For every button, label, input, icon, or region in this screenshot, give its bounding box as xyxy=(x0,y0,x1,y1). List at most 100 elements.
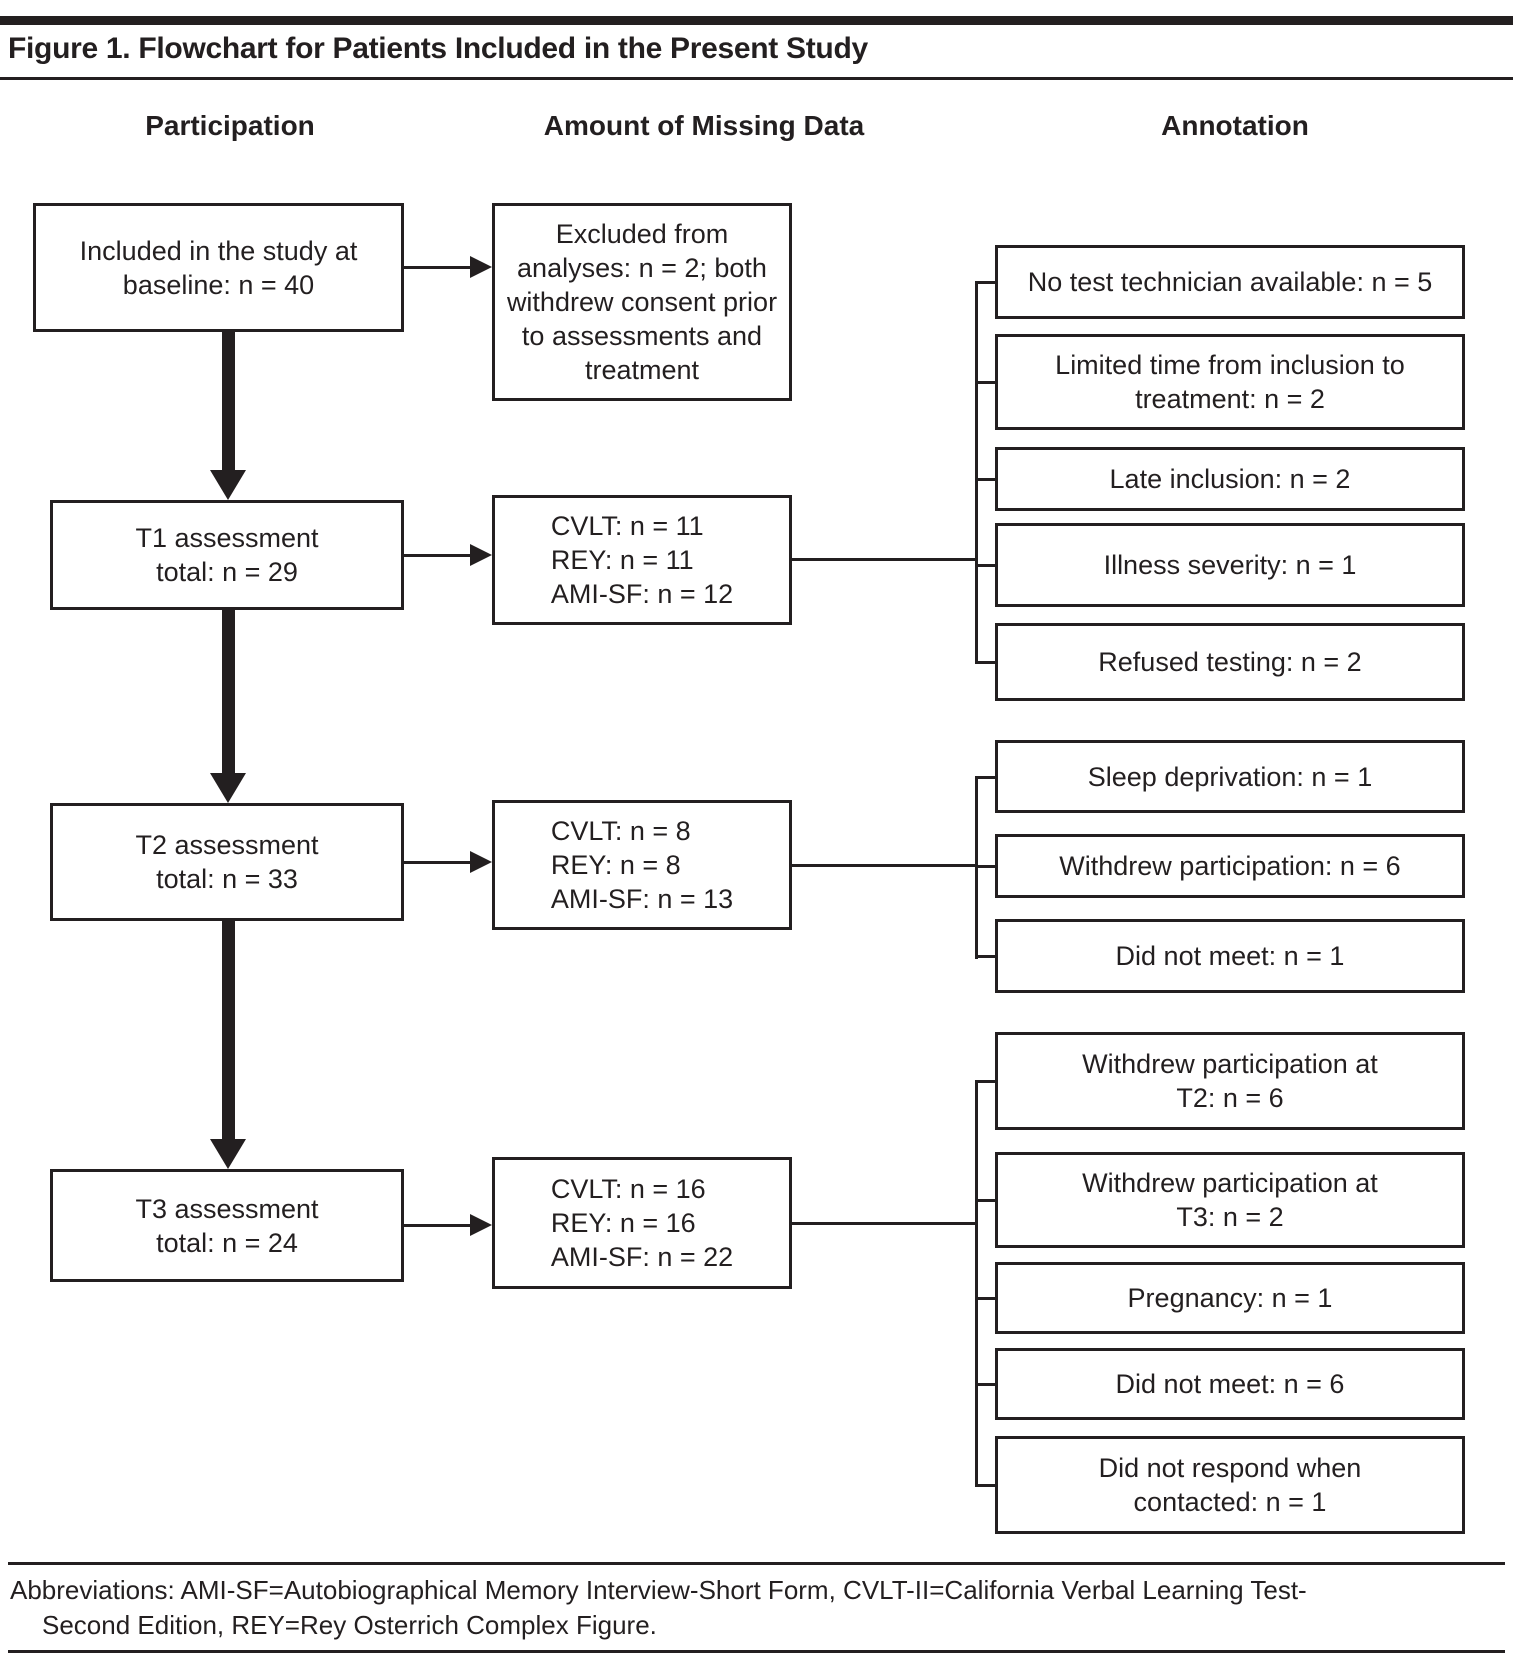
box-text-line: Withdrew participation: n = 6 xyxy=(1059,851,1401,881)
down-arrowhead-2 xyxy=(210,773,246,803)
annotation-box-t1-3: Late inclusion: n = 2 xyxy=(995,447,1465,511)
box-text-line: CVLT: n = 8 xyxy=(550,816,691,846)
box-text-line: Did not meet: n = 6 xyxy=(1115,1369,1345,1399)
bracket-stub-t3-2 xyxy=(975,1199,995,1202)
column-header-annotation: Annotation xyxy=(1161,110,1309,141)
annotation-box-t3-1: Withdrew participation at T2: n = 6 xyxy=(995,1032,1465,1130)
missing-data-box-t2: CVLT: n = 8 REY: n = 8 AMI-SF: n = 13 xyxy=(492,800,792,930)
box-text-block: CVLT: n = 11 REY: n = 11 AMI-SF: n = 12 xyxy=(551,509,733,611)
box-text-line: total: n = 29 xyxy=(156,557,298,587)
box-text-line: Withdrew participation at xyxy=(1082,1049,1378,1079)
box-text-line: Did not meet: n = 1 xyxy=(1115,941,1345,971)
box-text-line: to assessments and xyxy=(521,321,763,351)
down-arrow-shaft-1 xyxy=(222,332,235,472)
box-text-line: REY: n = 11 xyxy=(550,545,694,575)
bracket-stub-t3-4 xyxy=(975,1383,995,1386)
box-text-line: Pregnancy: n = 1 xyxy=(1127,1283,1333,1313)
right-arrow-shaft-t2 xyxy=(404,861,474,864)
box-text-line: AMI-SF: n = 12 xyxy=(550,579,734,609)
box-text-line: Late inclusion: n = 2 xyxy=(1109,464,1351,494)
bracket-stub-t3-1 xyxy=(975,1080,995,1083)
box-text-line: Excluded from xyxy=(555,219,729,249)
annotation-box-t3-2: Withdrew participation at T3: n = 2 xyxy=(995,1152,1465,1248)
box-text-line: Refused testing: n = 2 xyxy=(1098,647,1362,677)
box-text-line: baseline: n = 40 xyxy=(122,269,315,300)
figure-top-bar xyxy=(0,16,1513,25)
title-underline xyxy=(0,77,1513,80)
box-text-line: T2 assessment xyxy=(135,830,319,860)
abbreviations-line-2: Second Edition, REY=Rey Osterrich Comple… xyxy=(42,1610,657,1640)
box-text-block: CVLT: n = 8 REY: n = 8 AMI-SF: n = 13 xyxy=(551,814,733,916)
annotation-box-t1-1: No test technician available: n = 5 xyxy=(995,245,1465,319)
bracket-stub-t1-3 xyxy=(975,478,995,481)
down-arrowhead-1 xyxy=(210,470,246,500)
figure-title: Figure 1. Flowchart for Patients Include… xyxy=(8,32,868,65)
bracket-stub-t1-4 xyxy=(975,564,995,567)
right-arrowhead-baseline xyxy=(470,256,492,278)
box-text-line: Sleep deprivation: n = 1 xyxy=(1087,761,1373,792)
box-text-line: total: n = 24 xyxy=(156,1227,298,1258)
right-arrowhead-t3 xyxy=(470,1214,492,1236)
bracket-stub-t2-3 xyxy=(975,955,995,958)
box-text-line: T1 assessment xyxy=(135,523,319,553)
box-text-block: CVLT: n = 16 REY: n = 16 AMI-SF: n = 22 xyxy=(551,1172,733,1274)
box-text-line: AMI-SF: n = 13 xyxy=(550,884,734,914)
connector-feed-t1 xyxy=(792,558,978,561)
missing-data-box-baseline: Excluded from analyses: n = 2; both with… xyxy=(492,203,792,401)
participation-box-baseline: Included in the study at baseline: n = 4… xyxy=(33,203,404,332)
bracket-spine-t1 xyxy=(975,281,978,664)
participation-box-t1: T1 assessment total: n = 29 xyxy=(50,500,404,610)
down-arrow-shaft-3 xyxy=(222,921,235,1141)
box-text-line: Illness severity: n = 1 xyxy=(1103,550,1357,580)
annotation-box-t2-2: Withdrew participation: n = 6 xyxy=(995,834,1465,898)
box-text-line: CVLT: n = 16 xyxy=(550,1174,706,1204)
annotation-box-t1-4: Illness severity: n = 1 xyxy=(995,523,1465,607)
annotation-box-t1-5: Refused testing: n = 2 xyxy=(995,623,1465,701)
annotation-box-t3-5: Did not respond when contacted: n = 1 xyxy=(995,1436,1465,1534)
column-header-participation: Participation xyxy=(145,110,315,141)
box-text-line: withdrew consent prior xyxy=(506,287,778,317)
down-arrowhead-3 xyxy=(210,1139,246,1169)
box-text-line: Withdrew participation at xyxy=(1082,1168,1378,1198)
missing-data-box-t3: CVLT: n = 16 REY: n = 16 AMI-SF: n = 22 xyxy=(492,1157,792,1289)
bracket-spine-t3 xyxy=(975,1080,978,1487)
right-arrow-shaft-t1 xyxy=(404,554,474,557)
bracket-stub-t2-2 xyxy=(975,865,995,868)
box-text-line: T3 assessment xyxy=(135,1193,319,1224)
annotation-box-t1-2: Limited time from inclusion to treatment… xyxy=(995,334,1465,430)
annotation-box-t3-4: Did not meet: n = 6 xyxy=(995,1348,1465,1420)
box-text-line: total: n = 33 xyxy=(156,864,298,894)
column-header-missing-data: Amount of Missing Data xyxy=(543,110,865,141)
box-text-line: treatment xyxy=(584,355,700,385)
box-text-line: No test technician available: n = 5 xyxy=(1027,267,1433,297)
box-text-line: treatment: n = 2 xyxy=(1135,384,1325,414)
annotation-box-t2-1: Sleep deprivation: n = 1 xyxy=(995,740,1465,813)
box-text-line: AMI-SF: n = 22 xyxy=(550,1242,734,1272)
down-arrow-shaft-2 xyxy=(222,610,235,775)
right-arrowhead-t1 xyxy=(470,544,492,566)
box-text-line: contacted: n = 1 xyxy=(1133,1487,1327,1517)
box-text-line: Did not respond when xyxy=(1098,1453,1362,1483)
connector-feed-t3 xyxy=(792,1222,978,1225)
box-text-line: T3: n = 2 xyxy=(1176,1202,1284,1232)
abbreviations-line-1: Abbreviations: AMI-SF=Autobiographical M… xyxy=(10,1575,1307,1605)
participation-box-t3: T3 assessment total: n = 24 xyxy=(50,1169,404,1282)
missing-data-box-t1: CVLT: n = 11 REY: n = 11 AMI-SF: n = 12 xyxy=(492,495,792,625)
box-text-line: analyses: n = 2; both xyxy=(517,253,767,283)
bracket-stub-t3-3 xyxy=(975,1297,995,1300)
annotation-box-t2-3: Did not meet: n = 1 xyxy=(995,919,1465,993)
footer-rule-bottom xyxy=(8,1650,1505,1653)
annotation-box-t3-3: Pregnancy: n = 1 xyxy=(995,1262,1465,1334)
right-arrow-shaft-baseline xyxy=(404,266,474,269)
connector-feed-t2 xyxy=(792,864,978,867)
bracket-stub-t1-5 xyxy=(975,661,995,664)
footer-rule-top xyxy=(8,1562,1505,1565)
bracket-stub-t3-5 xyxy=(975,1484,995,1487)
right-arrowhead-t2 xyxy=(470,851,492,873)
box-text-line: REY: n = 16 xyxy=(550,1208,696,1238)
right-arrow-shaft-t3 xyxy=(404,1224,474,1227)
box-text-line: Included in the study at xyxy=(79,235,358,266)
bracket-stub-t1-1 xyxy=(975,281,995,284)
participation-box-t2: T2 assessment total: n = 33 xyxy=(50,803,404,921)
